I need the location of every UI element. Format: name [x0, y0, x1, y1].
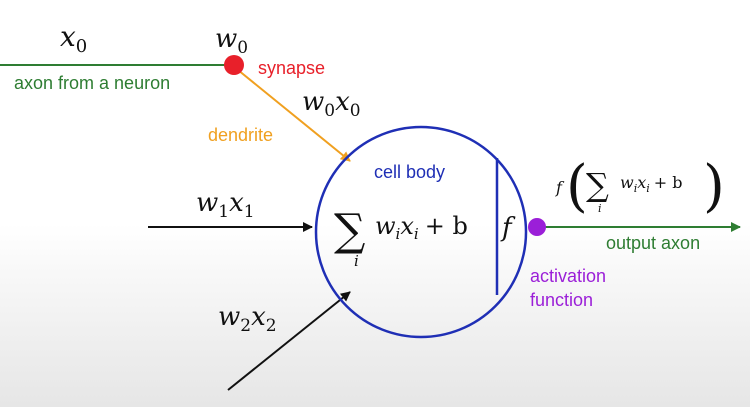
axon-from-neuron-label: axon from a neuron [14, 73, 170, 93]
w0x0-label: w0x0 [302, 87, 361, 121]
input-arrow-2 [227, 291, 351, 391]
svg-text:f: f [555, 178, 565, 197]
x0-label: x0 [60, 20, 87, 57]
svg-text:wixi+ b: wixi+ b [620, 173, 683, 195]
synapse-dot [224, 55, 244, 75]
dendrite-arrow [237, 69, 351, 162]
svg-text:i: i [598, 202, 602, 215]
cell-body-circle [314, 125, 528, 339]
w2x2-label: w2x2 [218, 302, 277, 336]
activation-dot [528, 218, 546, 236]
synapse-label: synapse [258, 58, 325, 78]
output-axon-label: output axon [606, 233, 700, 253]
output-formula: f ( ∑ i wixi+ b ) [555, 154, 725, 219]
svg-text:i: i [354, 252, 359, 270]
w0-label: w0 [215, 24, 248, 58]
svg-text:∑: ∑ [586, 166, 609, 204]
weighted-sum-formula: ∑ i wixi+ b [334, 205, 468, 270]
activation-f: f [500, 213, 516, 243]
svg-text:∑: ∑ [334, 205, 365, 256]
w1x1-label: w1x1 [196, 188, 255, 222]
svg-text:): ) [703, 154, 725, 219]
svg-text:wixi+ b: wixi+ b [375, 212, 468, 243]
svg-text:(: ( [566, 154, 588, 219]
dendrite-label: dendrite [208, 125, 273, 145]
cell-body-label: cell body [374, 162, 445, 182]
